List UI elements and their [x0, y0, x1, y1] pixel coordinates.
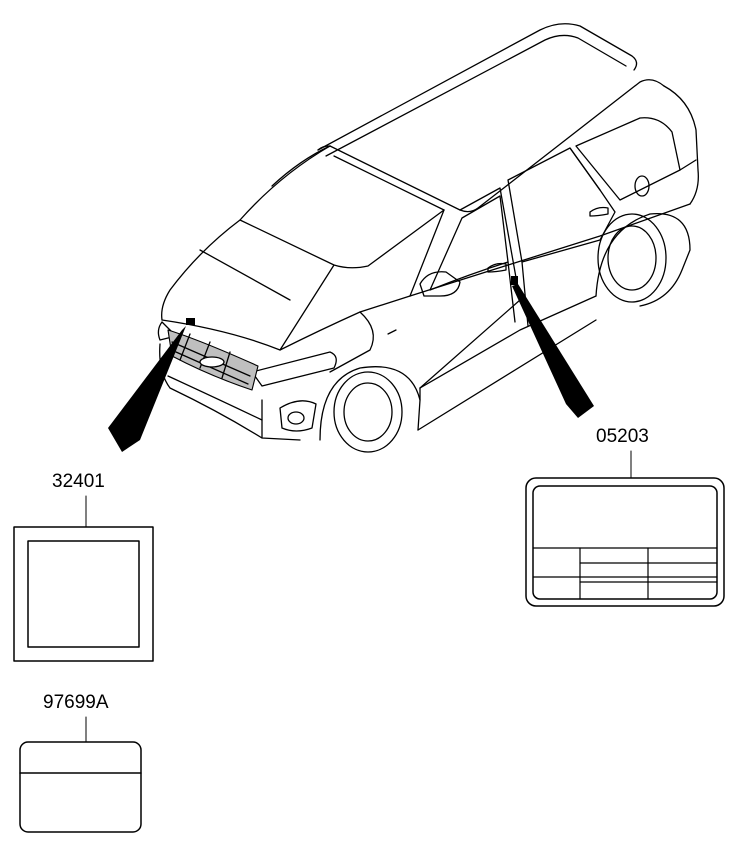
vehicle-illustration [157, 23, 699, 453]
callout-marker-32401 [108, 318, 195, 452]
leader-wedge-32401 [108, 326, 186, 452]
callout-marker-05203 [511, 276, 594, 418]
leader-wedge-05203 [512, 284, 594, 418]
part-number-97699A: 97699A [43, 692, 109, 713]
label-inner-frame [27, 540, 140, 648]
label-part-32401: 32401 [13, 471, 154, 662]
label-outer-frame [13, 526, 154, 662]
label-part-97699A: 97699A [19, 692, 142, 833]
label-outer-frame [525, 477, 725, 607]
label-location-mark [186, 318, 195, 325]
label-location-mark [511, 276, 518, 285]
label-table-grid [532, 547, 718, 600]
label-part-05203: 05203 [525, 426, 725, 607]
label-inner-frame [532, 485, 718, 600]
label-outer-frame [19, 741, 142, 833]
part-number-05203: 05203 [596, 426, 649, 447]
part-number-32401: 32401 [52, 471, 105, 492]
